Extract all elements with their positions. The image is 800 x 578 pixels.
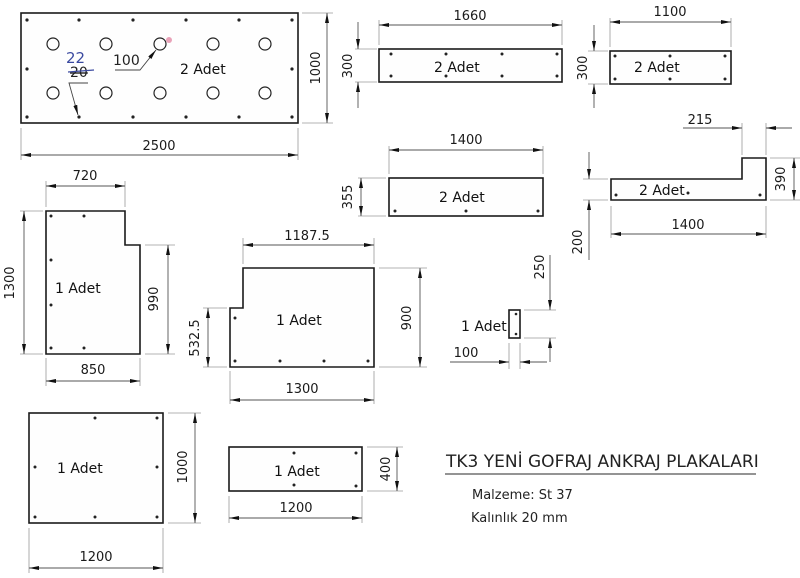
plate-quantity: 1 Adet bbox=[55, 281, 101, 297]
bolt-holes bbox=[613, 54, 727, 81]
plate-quantity: 2 Adet bbox=[439, 190, 485, 206]
bolt-holes bbox=[389, 52, 559, 78]
plate-quantity: 1 Adet bbox=[57, 461, 103, 477]
bolt-holes bbox=[614, 191, 762, 197]
dim-width: 1200 bbox=[79, 550, 112, 565]
plate-2500x1000: 2 Adet 100 22 20 2500 1000 bbox=[20, 12, 333, 160]
bolt-holes bbox=[49, 214, 86, 350]
plate-outline bbox=[378, 48, 563, 83]
plate-outline bbox=[229, 267, 375, 368]
plate-quantity: 2 Adet bbox=[639, 183, 685, 199]
plate-100x250: 1 Adet 100 250 bbox=[450, 255, 556, 369]
dim-width: 1100 bbox=[653, 5, 686, 20]
plate-outline bbox=[610, 157, 767, 201]
hole-leader bbox=[115, 49, 157, 71]
plate-quantity: 1 Adet bbox=[274, 464, 320, 480]
plate-quantity: 2 Adet bbox=[434, 60, 480, 76]
dim-bottom-width: 1300 bbox=[285, 382, 318, 397]
dim-step-width: 215 bbox=[688, 113, 713, 128]
plate-1400-stepped: 2 Adet 215 390 1400 200 bbox=[571, 113, 800, 260]
plate-850x1300-notched: 1 Adet 720 850 1300 990 bbox=[3, 169, 175, 386]
dim-height: 900 bbox=[400, 306, 415, 331]
strike-line bbox=[67, 69, 95, 73]
dim-width: 1660 bbox=[453, 9, 486, 24]
dim-height: 200 bbox=[571, 230, 586, 255]
dim-height: 250 bbox=[533, 255, 548, 280]
plate-outline bbox=[508, 309, 521, 339]
red-mark bbox=[166, 37, 172, 43]
dim-height: 1000 bbox=[309, 51, 324, 84]
dim-height: 300 bbox=[341, 54, 356, 79]
plate-1660x300: 2 Adet 1660 300 bbox=[341, 9, 563, 108]
plate-quantity: 1 Adet bbox=[276, 313, 322, 329]
bolt-holes bbox=[292, 451, 358, 488]
dim-height: 300 bbox=[576, 56, 591, 81]
plate-outline bbox=[28, 412, 164, 524]
handwritten-new-value: 22 bbox=[66, 49, 85, 67]
dim-right-height: 990 bbox=[147, 287, 162, 312]
dim-width: 1200 bbox=[279, 501, 312, 516]
plate-outline bbox=[20, 12, 299, 124]
drawing-title: TK3 YENİ GOFRAJ ANKRAJ PLAKALARI bbox=[445, 451, 759, 472]
dim-width: 1400 bbox=[671, 218, 704, 233]
plate-1200x1000: 1 Adet 1200 1000 bbox=[28, 412, 201, 573]
dim-height: 1000 bbox=[176, 450, 191, 483]
thickness-leader bbox=[68, 82, 88, 116]
plate-quantity: 1 Adet bbox=[461, 319, 507, 335]
plate-1300x900-notched: 1 Adet 1187.5 1300 532.5 900 bbox=[188, 229, 427, 404]
title-block: TK3 YENİ GOFRAJ ANKRAJ PLAKALARI Malzeme… bbox=[445, 451, 759, 526]
hole-diameter-label: 100 bbox=[113, 53, 140, 69]
dim-width: 1400 bbox=[449, 133, 482, 148]
thickness-note: Kalınlık 20 mm bbox=[471, 511, 568, 526]
dim-bottom-width: 850 bbox=[81, 363, 106, 378]
anchor-holes bbox=[46, 37, 272, 100]
dim-height: 355 bbox=[341, 185, 356, 210]
plate-quantity: 2 Adet bbox=[180, 62, 226, 78]
bolt-holes bbox=[25, 18, 294, 119]
bolt-holes bbox=[33, 416, 159, 519]
dim-width: 100 bbox=[454, 346, 479, 361]
dim-width: 2500 bbox=[142, 139, 175, 154]
plate-1200x400: 1 Adet 1200 400 bbox=[228, 446, 403, 523]
dim-height: 1300 bbox=[3, 266, 18, 299]
plate-outline bbox=[45, 210, 141, 355]
dim-left-height: 532.5 bbox=[188, 319, 203, 356]
plate-1400x355: 2 Adet 1400 355 bbox=[341, 133, 544, 217]
plate-1100x300: 2 Adet 1100 300 bbox=[576, 5, 732, 108]
bolt-holes bbox=[514, 312, 518, 336]
bolt-holes bbox=[393, 209, 540, 213]
dim-top-width: 1187.5 bbox=[284, 229, 330, 244]
plate-outline bbox=[228, 446, 363, 492]
dim-top-width: 720 bbox=[73, 169, 98, 184]
material-note: Malzeme: St 37 bbox=[472, 488, 573, 503]
plate-quantity: 2 Adet bbox=[634, 60, 680, 76]
bolt-holes bbox=[233, 316, 370, 363]
dim-height: 400 bbox=[379, 457, 394, 482]
dim-step-height: 390 bbox=[774, 167, 789, 192]
handwritten-old-value: 20 bbox=[70, 65, 88, 81]
